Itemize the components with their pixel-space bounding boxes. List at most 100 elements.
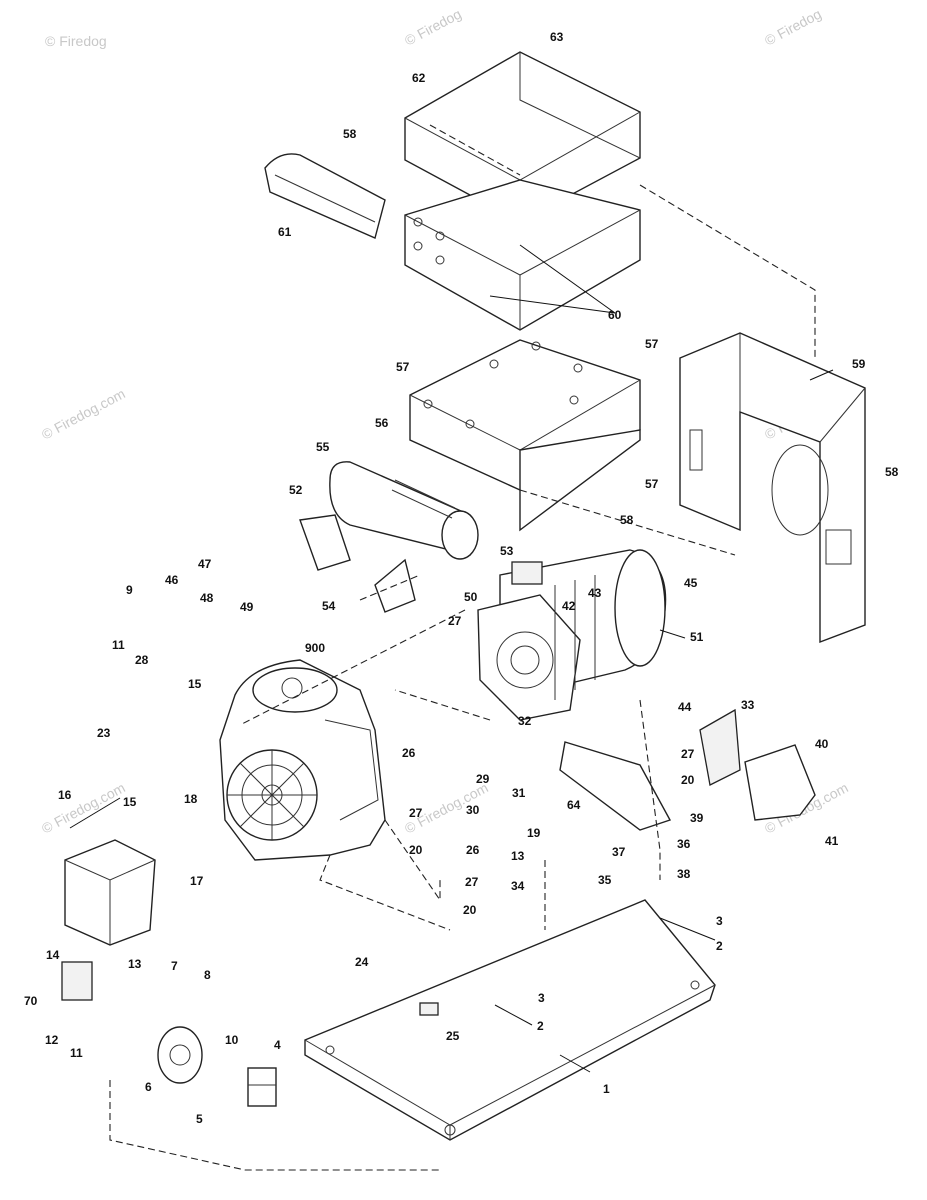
watermark-top-center: © Firedog xyxy=(402,6,464,49)
watermark-left-mid: © Firedog.com xyxy=(39,385,128,442)
callout-7: 7 xyxy=(171,959,178,973)
callout-12: 12 xyxy=(45,1033,59,1047)
callout-49: 49 xyxy=(240,600,254,614)
callout-36: 36 xyxy=(677,837,691,851)
callout-58a: 58 xyxy=(343,127,357,141)
callout-62: 62 xyxy=(412,71,426,85)
callout-6: 6 xyxy=(145,1080,152,1094)
callout-31: 31 xyxy=(512,786,526,800)
callout-57c: 57 xyxy=(645,477,659,491)
decal-70 xyxy=(61,961,93,1001)
callout-34: 34 xyxy=(511,879,525,893)
callout-25: 25 xyxy=(446,1029,460,1043)
watermark-left-low: © Firedog.com xyxy=(39,779,128,836)
callout-900: 900 xyxy=(305,641,325,655)
muffler-shield-tray xyxy=(409,339,641,532)
callout-58c: 58 xyxy=(885,465,899,479)
callout-40: 40 xyxy=(815,737,829,751)
callout-labels: 1 2 2 3 3 4 5 6 7 8 9 10 11 11 12 13 13 … xyxy=(24,30,899,1126)
callout-28: 28 xyxy=(135,653,149,667)
base-frame xyxy=(304,899,716,1141)
callout-70: 70 xyxy=(24,994,38,1008)
callout-20a: 20 xyxy=(409,843,423,857)
callout-19: 19 xyxy=(527,826,541,840)
callout-39: 39 xyxy=(690,811,704,825)
callout-54: 54 xyxy=(322,599,336,613)
callout-53: 53 xyxy=(500,544,514,558)
callout-18: 18 xyxy=(184,792,198,806)
callout-15b: 15 xyxy=(123,795,137,809)
callout-23: 23 xyxy=(97,726,111,740)
callout-50: 50 xyxy=(464,590,478,604)
callout-46: 46 xyxy=(165,573,179,587)
callout-9: 9 xyxy=(126,583,133,597)
callout-63: 63 xyxy=(550,30,564,44)
callout-37: 37 xyxy=(612,845,626,859)
callout-20b: 20 xyxy=(463,903,477,917)
callout-1: 1 xyxy=(603,1082,610,1096)
fan-cover xyxy=(744,744,816,821)
callout-14: 14 xyxy=(46,948,60,962)
callout-32: 32 xyxy=(518,714,532,728)
decal-24 xyxy=(419,1002,439,1016)
engine-support-bracket xyxy=(559,741,672,831)
callout-13b: 13 xyxy=(511,849,525,863)
callout-27b: 27 xyxy=(409,806,423,820)
callout-27a: 27 xyxy=(448,614,462,628)
callout-27c: 27 xyxy=(465,875,479,889)
muffler xyxy=(299,461,479,613)
top-enclosure-panel xyxy=(404,51,641,223)
callout-2a: 2 xyxy=(716,939,723,953)
callout-51: 51 xyxy=(690,630,704,644)
callout-56: 56 xyxy=(375,416,389,430)
enclosure-lower-section xyxy=(404,179,641,331)
callout-26b: 26 xyxy=(466,843,480,857)
exhaust-cover xyxy=(264,153,386,239)
callout-17: 17 xyxy=(190,874,204,888)
callout-38: 38 xyxy=(677,867,691,881)
callout-47: 47 xyxy=(198,557,212,571)
callout-41: 41 xyxy=(825,834,839,848)
callout-2b: 2 xyxy=(537,1019,544,1033)
callout-52: 52 xyxy=(289,483,303,497)
callout-3a: 3 xyxy=(716,914,723,928)
callout-5: 5 xyxy=(196,1112,203,1126)
callout-11a: 11 xyxy=(112,638,125,652)
callout-4: 4 xyxy=(274,1038,281,1052)
fuel-solenoid xyxy=(247,1067,277,1107)
callout-16: 16 xyxy=(58,788,72,802)
side-panel xyxy=(679,332,866,644)
callout-45: 45 xyxy=(684,576,698,590)
leader-lines xyxy=(69,244,834,1073)
callout-27d: 27 xyxy=(681,747,695,761)
watermark-top-left: © Firedog xyxy=(45,33,107,49)
callout-64: 64 xyxy=(567,798,581,812)
callout-57a: 57 xyxy=(396,360,410,374)
assembly-lines xyxy=(109,184,816,1171)
callout-8: 8 xyxy=(204,968,211,982)
callout-26a: 26 xyxy=(402,746,416,760)
engine xyxy=(219,659,386,861)
fuel-regulator xyxy=(157,1026,203,1084)
callout-29: 29 xyxy=(476,772,490,786)
callout-57b: 57 xyxy=(645,337,659,351)
callout-35: 35 xyxy=(598,873,612,887)
callout-42: 42 xyxy=(562,599,576,613)
callout-13a: 13 xyxy=(128,957,142,971)
watermark-top-right: © Firedog xyxy=(762,6,824,49)
alternator xyxy=(477,549,667,721)
decal-53 xyxy=(511,561,543,585)
callout-10: 10 xyxy=(225,1033,239,1047)
intake-screen xyxy=(699,708,741,786)
callout-30: 30 xyxy=(466,803,480,817)
callout-55: 55 xyxy=(316,440,330,454)
callout-33: 33 xyxy=(741,698,755,712)
callout-3b: 3 xyxy=(538,991,545,1005)
callout-43: 43 xyxy=(588,586,602,600)
callout-11b: 11 xyxy=(70,1046,83,1060)
callout-48: 48 xyxy=(200,591,214,605)
callout-60: 60 xyxy=(608,308,622,322)
callout-24: 24 xyxy=(355,955,369,969)
callout-44: 44 xyxy=(678,700,692,714)
callout-61: 61 xyxy=(278,225,292,239)
